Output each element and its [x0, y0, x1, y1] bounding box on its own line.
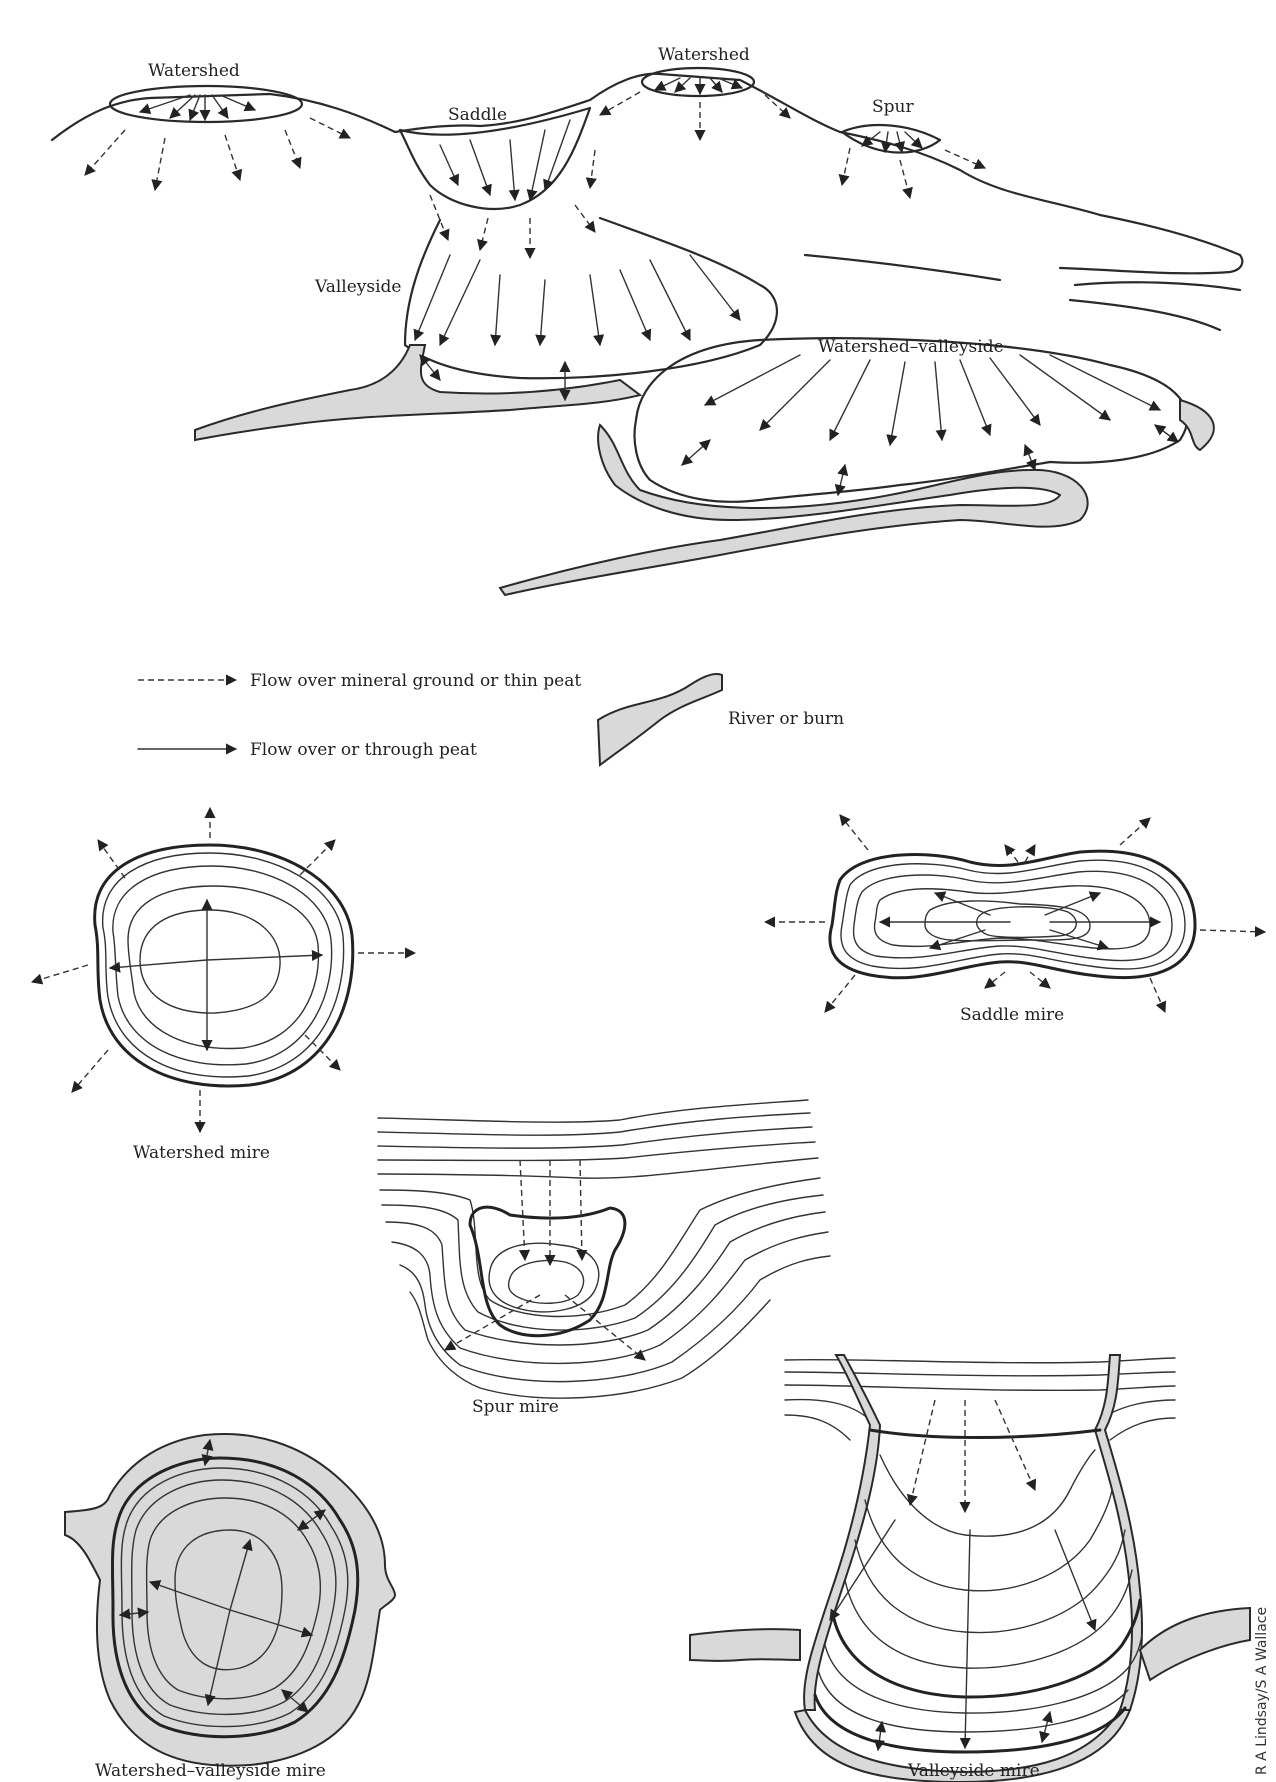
legend-dashed-label: Flow over mineral ground or thin peat	[250, 671, 581, 691]
valleyside-mire-plan: Valleyside mire	[690, 1355, 1250, 1782]
watershed-left-cap	[110, 86, 302, 122]
legend: Flow over mineral ground or thin peat Fl…	[138, 671, 844, 765]
label-valleyside-mire: Valleyside mire	[907, 1761, 1040, 1781]
label-valleyside: Valleyside	[314, 277, 402, 297]
label-watershed-mire: Watershed mire	[133, 1143, 270, 1163]
valleyside-body	[405, 218, 777, 378]
watershed-right-cap	[642, 68, 754, 96]
legend-solid-label: Flow over or through peat	[250, 740, 477, 760]
watershed-valleyside-mire-plan: Watershed–valleyside mire	[65, 1434, 395, 1781]
label-spur-mire: Spur mire	[472, 1397, 559, 1417]
label-saddle: Saddle	[448, 105, 507, 125]
spur-mire-plan: Spur mire	[378, 1100, 830, 1417]
label-watershed-valleyside-mire: Watershed–valleyside mire	[95, 1761, 326, 1781]
label-spur: Spur	[872, 97, 914, 117]
river-left	[195, 345, 640, 440]
label-watershed-left: Watershed	[148, 61, 240, 81]
legend-river-label: River or burn	[728, 709, 844, 729]
label-watershed-valleyside: Watershed–valleyside	[818, 337, 1004, 357]
spur-cap	[842, 125, 940, 153]
credit-text: R A Lindsay/S A Wallace	[1254, 1607, 1270, 1775]
saddle-mire-plan: Saddle mire	[765, 815, 1265, 1025]
landscape-flow-arrows	[85, 78, 1178, 495]
watershed-mire-plan: Watershed mire	[32, 808, 415, 1163]
watershed-valleyside-body	[635, 338, 1188, 502]
label-saddle-mire: Saddle mire	[960, 1005, 1064, 1025]
ridge-line	[52, 74, 1240, 255]
label-watershed-right: Watershed	[658, 45, 750, 65]
river-right	[500, 425, 1088, 595]
legend-river-symbol	[598, 674, 722, 765]
landscape-block: Watershed Watershed Saddle Spur Valleysi…	[52, 45, 1242, 595]
